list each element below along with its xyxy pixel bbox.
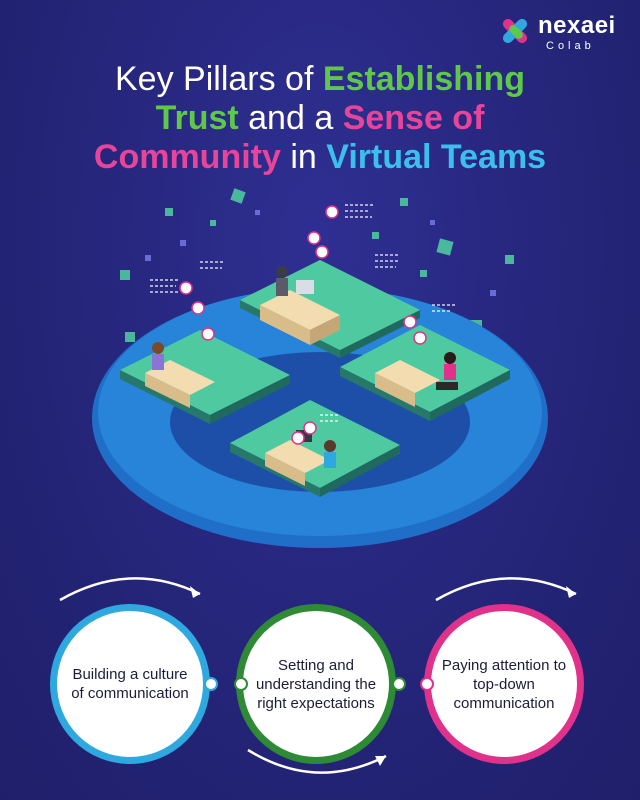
avatar-badges bbox=[179, 205, 427, 445]
desk-right bbox=[375, 352, 458, 407]
title-line-2: Trust and a Sense of bbox=[0, 99, 640, 138]
title-highlight-pink: Sense of bbox=[342, 99, 485, 137]
title-highlight-pink: Community bbox=[93, 138, 281, 176]
pillar-label: Paying attention to top-down communicati… bbox=[441, 656, 567, 712]
pillar-communication-culture: Building a culture of communication bbox=[50, 604, 210, 764]
isometric-puzzle-office-illustration bbox=[92, 188, 548, 548]
connector-dot bbox=[204, 677, 218, 691]
pillar-label: Setting and understanding the right expe… bbox=[255, 656, 377, 712]
connector-dot bbox=[392, 677, 406, 691]
brand-logo: nexaei Colab bbox=[496, 12, 636, 56]
brand-subtitle: Colab bbox=[546, 40, 595, 52]
desk-top bbox=[260, 266, 340, 345]
pillar-expectations: Setting and understanding the right expe… bbox=[236, 604, 396, 764]
title-text: in bbox=[280, 138, 327, 176]
pillar-top-down: Paying attention to top-down communicati… bbox=[424, 604, 584, 764]
title-line-3: Community in Virtual Teams bbox=[0, 138, 640, 177]
connector-dot bbox=[420, 677, 434, 691]
arrows bbox=[59, 577, 577, 774]
puzzle-piece-right bbox=[340, 325, 510, 421]
title-text: Key Pillars of bbox=[115, 60, 323, 98]
title-highlight-cyan: Virtual Teams bbox=[326, 138, 547, 176]
page-title: Key Pillars of Establishing Trust and a … bbox=[0, 60, 640, 177]
title-line-1: Key Pillars of Establishing bbox=[0, 60, 640, 99]
desk-left bbox=[145, 342, 215, 408]
chat-lines bbox=[150, 204, 455, 422]
brand-name: nexaei bbox=[538, 12, 616, 39]
brand-logo-icon bbox=[502, 18, 528, 44]
pillars-section: Building a culture of communication Sett… bbox=[0, 560, 640, 800]
pillar-label: Building a culture of communication bbox=[71, 666, 189, 702]
title-text: and a bbox=[238, 99, 343, 137]
connector-dot bbox=[234, 677, 248, 691]
title-highlight-green: Establishing bbox=[322, 60, 525, 98]
title-highlight-green: Trust bbox=[155, 99, 239, 137]
